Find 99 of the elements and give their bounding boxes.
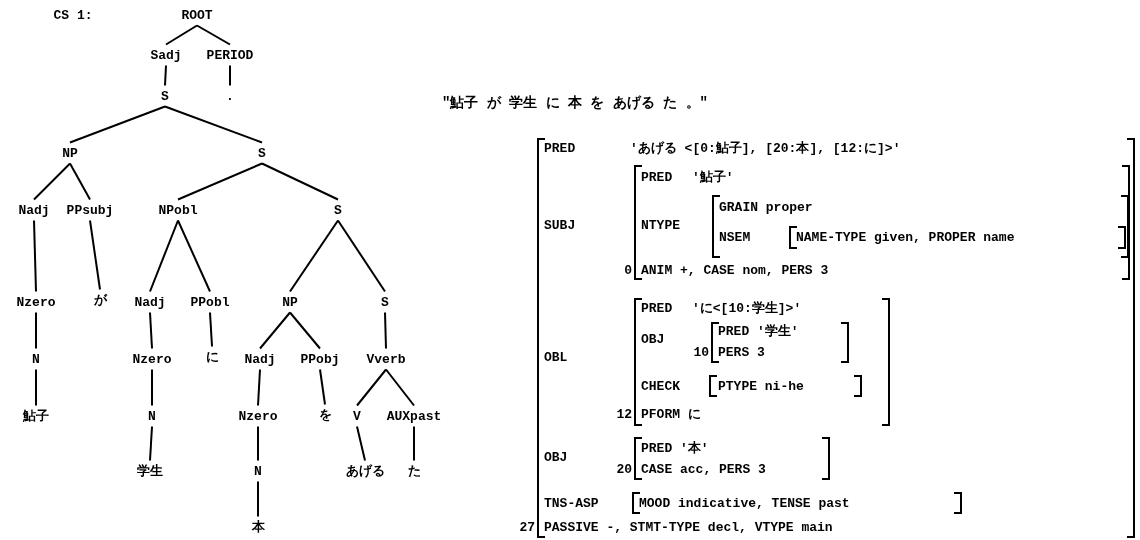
tree-branch bbox=[356, 425, 366, 462]
tree-node-label: 学生 bbox=[137, 463, 163, 479]
tree-branch bbox=[257, 368, 261, 407]
feature-list: PRED '本' bbox=[641, 440, 709, 456]
feature-name: OBJ bbox=[544, 449, 568, 465]
tree-node-label: Sadj bbox=[150, 47, 182, 63]
feature-name: SUBJ bbox=[544, 217, 576, 233]
tree-branch bbox=[384, 311, 387, 350]
feature-value: '鮎子' bbox=[692, 169, 734, 185]
tree-node-label: に bbox=[205, 349, 219, 365]
tree-node-label: Nadj bbox=[18, 202, 50, 218]
feature-name: TNS-ASP bbox=[544, 495, 599, 511]
tree-node-label: Nadj bbox=[244, 351, 276, 367]
tree-branch bbox=[196, 24, 231, 46]
tree-branch bbox=[33, 162, 71, 201]
tree-node-label: V bbox=[353, 408, 361, 424]
tree-branch bbox=[257, 425, 259, 462]
tree-branch bbox=[177, 219, 211, 293]
tree-node-label: た bbox=[407, 463, 421, 479]
tree-node-label: ROOT bbox=[181, 7, 213, 23]
sentence-text: "鮎子 が 学生 に 本 を あげる た 。" bbox=[442, 95, 708, 111]
tree-branch bbox=[257, 480, 259, 518]
tree-branch bbox=[164, 64, 167, 87]
tree-node-label: S bbox=[161, 88, 169, 104]
feature-name: PRED bbox=[544, 140, 576, 156]
tree-branch bbox=[69, 162, 91, 201]
tree-node-label: あげる bbox=[345, 463, 385, 479]
tree-node-label: S bbox=[334, 202, 342, 218]
tree-branch bbox=[151, 368, 153, 407]
feature-name: NSEM bbox=[719, 229, 751, 245]
tree-branch bbox=[319, 368, 326, 406]
tree-node-label: Nzero bbox=[238, 408, 278, 424]
tree-node-label: S bbox=[258, 145, 266, 161]
tree-branch bbox=[289, 311, 321, 350]
tree-node-label: . bbox=[226, 88, 234, 104]
tree-branch bbox=[385, 368, 415, 407]
feature-list: PERS 3 bbox=[718, 344, 765, 360]
feature-list: PFORM に bbox=[641, 406, 701, 422]
tree-node-label: を bbox=[318, 407, 332, 423]
feature-value: 'に<[10:学生]>' bbox=[692, 300, 802, 316]
tree-node-label: N bbox=[254, 463, 262, 479]
tree-branch bbox=[209, 311, 213, 348]
feature-list: CASE acc, PERS 3 bbox=[641, 461, 766, 477]
tree-node-label: 鮎子 bbox=[23, 408, 49, 424]
feature-list: NAME-TYPE given, PROPER name bbox=[796, 229, 1015, 245]
tree-node-label: Nzero bbox=[132, 351, 172, 367]
feature-list: PTYPE ni-he bbox=[718, 378, 804, 394]
tree-branch bbox=[259, 311, 291, 350]
index-number: 10 bbox=[693, 344, 709, 360]
tree-branch bbox=[149, 311, 153, 350]
index-number: 12 bbox=[616, 406, 632, 422]
feature-list: MOOD indicative, TENSE past bbox=[639, 495, 850, 511]
tree-node-label: PPobj bbox=[300, 351, 340, 367]
index-number: 0 bbox=[624, 262, 632, 278]
tree-node-label: N bbox=[148, 408, 156, 424]
feature-list: GRAIN proper bbox=[719, 199, 813, 215]
tree-branch bbox=[261, 162, 339, 201]
feature-list: PASSIVE -, STMT-TYPE decl, VTYPE main bbox=[544, 519, 833, 535]
tree-node-label: PERIOD bbox=[206, 47, 254, 63]
tree-node-label: Nadj bbox=[134, 294, 166, 310]
tree-node-label: NP bbox=[62, 145, 78, 161]
tree-branch bbox=[35, 368, 37, 407]
tree-branch bbox=[35, 311, 37, 350]
tree-branch bbox=[356, 368, 387, 407]
tree-node-label: N bbox=[32, 351, 40, 367]
tree-branch bbox=[337, 219, 386, 293]
tree-node-label: Nzero bbox=[16, 294, 56, 310]
tree-node-label: PPsubj bbox=[66, 202, 114, 218]
tree-branch bbox=[229, 64, 231, 87]
tree-node-label: NP bbox=[282, 294, 298, 310]
tree-node-label: が bbox=[93, 292, 107, 308]
feature-name: PRED bbox=[641, 300, 673, 316]
index-number: 27 bbox=[519, 519, 535, 535]
feature-list: ANIM +, CASE nom, PERS 3 bbox=[641, 262, 829, 278]
tree-branch bbox=[69, 105, 166, 144]
tree-branch bbox=[177, 162, 263, 201]
feature-name: OBJ bbox=[641, 331, 665, 347]
feature-name: PRED bbox=[641, 169, 673, 185]
tree-branch bbox=[33, 219, 37, 293]
feature-value: 'あげる <[0:鮎子], [20:本], [12:に]>' bbox=[630, 140, 901, 156]
feature-name: CHECK bbox=[641, 378, 680, 394]
tree-node-label: AUXpast bbox=[386, 408, 442, 424]
tree-branch bbox=[165, 24, 198, 46]
tree-branch bbox=[289, 219, 339, 293]
tree-branch bbox=[89, 219, 101, 291]
tree-branch bbox=[164, 105, 263, 144]
tree-node-label: PPobl bbox=[190, 294, 230, 310]
tree-node-label: S bbox=[381, 294, 389, 310]
tree-branch bbox=[149, 425, 153, 462]
tree-node-label: 本 bbox=[251, 519, 265, 535]
tree-node-label: Vverb bbox=[366, 351, 406, 367]
caption-label: CS 1: bbox=[53, 7, 93, 23]
tree-branch bbox=[413, 425, 415, 462]
feature-list: PRED '学生' bbox=[718, 323, 799, 339]
feature-name: NTYPE bbox=[641, 217, 680, 233]
tree-branch bbox=[149, 219, 179, 293]
tree-node-label: NPobl bbox=[158, 202, 198, 218]
feature-name: OBL bbox=[544, 349, 568, 365]
index-number: 20 bbox=[616, 461, 632, 477]
